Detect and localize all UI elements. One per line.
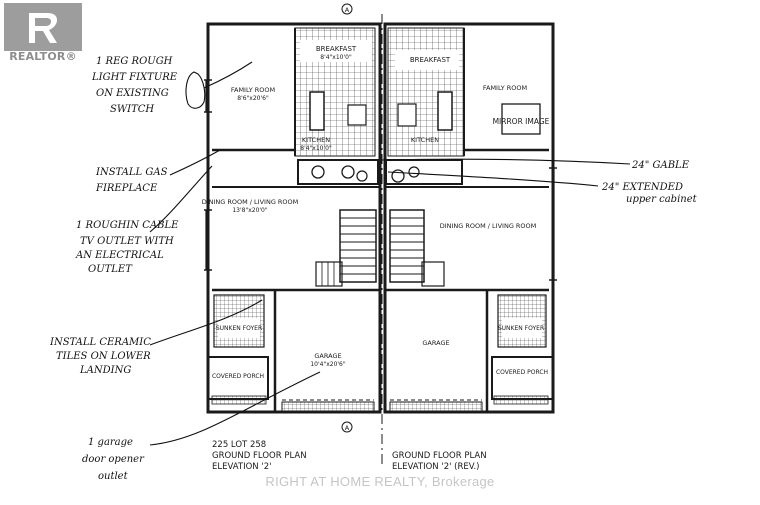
right-stairs xyxy=(389,209,425,283)
note-garage-opener-2: door opener xyxy=(82,454,145,465)
mirror-image-box xyxy=(501,103,541,135)
realtor-logo: REALTOR® xyxy=(4,3,82,63)
section-marker-top: A xyxy=(345,6,350,14)
left-family-room-label: FAMILY ROOM xyxy=(231,86,275,94)
note-gas-fireplace-2: FIREPLACE xyxy=(95,183,158,194)
note-cable-1: 1 ROUGHIN CABLE xyxy=(76,220,179,231)
left-sunken-foyer-label: SUNKEN FOYER xyxy=(216,325,262,332)
left-garage-label: GARAGE xyxy=(314,352,341,360)
note-light-fixture-4: SWITCH xyxy=(110,104,154,115)
left-elevation: ELEVATION '2' xyxy=(212,462,271,472)
left-lot-caption: 225 LOT 258 xyxy=(212,440,266,450)
note-cable-4: OUTLET xyxy=(88,264,133,275)
left-family-room-dim: 8'6"x20'6" xyxy=(237,95,269,102)
note-garage-opener-3: outlet xyxy=(98,471,129,482)
right-family-room-label: FAMILY ROOM xyxy=(483,84,527,92)
left-garage-dim: 10'4"x20'6" xyxy=(310,361,346,368)
left-dining-living-dim: 13'8"x20'0" xyxy=(232,207,268,214)
note-light-fixture-1: 1 REG ROUGH xyxy=(96,56,173,67)
left-dining-living-label: DINING ROOM / LIVING ROOM xyxy=(202,198,299,206)
left-breakfast-label: BREAKFAST xyxy=(316,45,357,53)
section-marker-bottom: A xyxy=(345,424,350,432)
note-ceramic-2: TILES ON LOWER xyxy=(56,351,151,362)
note-light-fixture-2: LIGHT FIXTURE xyxy=(91,72,178,83)
right-unit-plan xyxy=(383,22,557,414)
realtor-logo-text: REALTOR® xyxy=(9,50,77,63)
mirror-image-label: MIRROR IMAGE xyxy=(493,117,550,126)
right-sunken-foyer-label: SUNKEN FOYER xyxy=(498,325,544,332)
realtor-logo-mark-icon xyxy=(4,3,82,51)
note-garage-opener-1: 1 garage xyxy=(88,437,133,448)
right-covered-porch-label: COVERED PORCH xyxy=(496,369,548,376)
handwritten-notes: 1 REG ROUGH LIGHT FIXTURE ON EXISTING SW… xyxy=(49,56,698,482)
left-plan-title: GROUND FLOOR PLAN xyxy=(212,451,307,461)
note-gas-fireplace-1: INSTALL GAS xyxy=(95,167,168,178)
left-kitchen-label: KITCHEN xyxy=(302,136,330,144)
right-elevation: ELEVATION '2' (REV.) xyxy=(392,462,479,472)
brokerage-watermark: RIGHT AT HOME REALTY, Brokerage xyxy=(265,474,495,489)
left-stairs xyxy=(339,209,377,283)
light-fixture-circle xyxy=(185,71,206,109)
note-upper-cabinet-1: 24" EXTENDED xyxy=(601,182,683,193)
room-labels: A A BREAKFAST 8'4"x10'0" FAMILY ROOM 8'6… xyxy=(202,6,550,472)
note-cable-3: AN ELECTRICAL xyxy=(75,250,164,261)
left-breakfast-dim: 8'4"x10'0" xyxy=(320,54,352,61)
right-plan-title: GROUND FLOOR PLAN xyxy=(392,451,487,461)
left-unit-plan xyxy=(204,22,382,414)
right-kitchen-label: KITCHEN xyxy=(411,136,439,144)
right-breakfast-label: BREAKFAST xyxy=(410,56,451,64)
left-kitchen-dim: 8'4"x10'0" xyxy=(300,145,332,152)
note-upper-cabinet-2: upper cabinet xyxy=(626,194,698,205)
note-light-fixture-3: ON EXISTING xyxy=(96,88,169,99)
section-markers xyxy=(341,3,353,433)
note-cable-2: TV OUTLET WITH xyxy=(80,236,174,247)
right-dining-living-label: DINING ROOM / LIVING ROOM xyxy=(440,222,537,230)
note-ceramic-3: LANDING xyxy=(79,365,131,376)
left-covered-porch-label: COVERED PORCH xyxy=(212,373,264,380)
note-ceramic-1: INSTALL CERAMIC xyxy=(49,337,151,348)
note-gable: 24" GABLE xyxy=(631,160,690,171)
note-leader-lines xyxy=(149,61,631,446)
right-garage-label: GARAGE xyxy=(422,339,449,347)
